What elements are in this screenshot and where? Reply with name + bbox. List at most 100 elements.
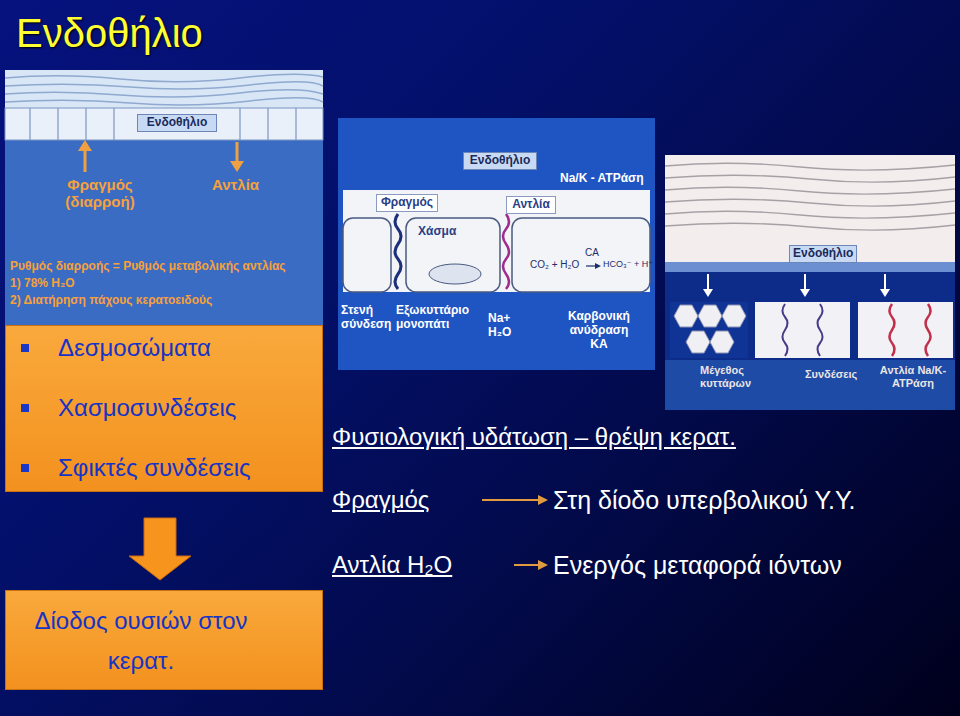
bullet-marker <box>21 464 29 472</box>
picture-caption: Na+ H₂O <box>488 312 520 340</box>
right-picture-part <box>818 304 823 356</box>
term-meaning: Στη δίοδο υπερβολικού Υ.Υ. <box>553 486 855 515</box>
left-picture-part <box>5 90 323 97</box>
left-picture-part <box>5 74 323 82</box>
left-picture <box>5 70 323 325</box>
enzyme-label: Na/K - ATPάση <box>560 172 644 186</box>
picture-note: Ρυθμός διαρροής = Ρυθμός μεταβολικής αντ… <box>10 260 286 274</box>
middle-picture-part <box>595 263 601 269</box>
bullet-marker <box>21 344 29 352</box>
block-arrow <box>129 518 191 580</box>
right-picture-part <box>665 187 955 194</box>
left-picture-part <box>78 140 92 151</box>
right-picture-part <box>707 274 709 290</box>
middle-picture-part <box>343 218 391 292</box>
left-picture-part <box>236 142 239 163</box>
middle-picture-part <box>343 190 650 292</box>
middle-picture-part <box>503 214 509 289</box>
bullet-item: Χασμοσυνδέσεις <box>21 394 312 422</box>
right-picture-part <box>800 289 810 297</box>
picture-note: 2) Διατήρηση πάχους κερατοειδούς <box>10 294 212 308</box>
right-picture-part <box>926 304 931 356</box>
picture-caption: Αντλία Na/K-ATPάση <box>872 364 954 389</box>
middle-picture-part <box>406 218 500 292</box>
right-picture-part <box>665 272 955 410</box>
layer-tag: Ενδοθήλιο <box>137 114 217 132</box>
middle-picture-part <box>429 264 481 284</box>
right-picture-part <box>804 274 806 290</box>
reaction-label: CA <box>585 247 599 259</box>
picture-label: Χάσμα <box>418 225 456 239</box>
right-picture-part <box>665 211 955 218</box>
right-picture-part <box>665 175 955 182</box>
bullet-text: Χασμοσυνδέσεις <box>58 394 236 422</box>
right-picture-part <box>670 302 748 358</box>
right-picture-part <box>665 262 955 272</box>
middle-picture-part <box>395 214 401 289</box>
right-picture-part <box>703 289 713 297</box>
feature-box: ΔεσμοσώματαΧασμοσυνδέσειςΣφικτές συνδέσε… <box>5 325 323 492</box>
right-picture-part <box>665 155 955 262</box>
middle-picture-part <box>338 118 655 370</box>
right-picture <box>665 155 955 410</box>
left-picture-part <box>5 70 323 325</box>
bullet-text: Σφικτές συνδέσεις <box>58 454 251 482</box>
bullet-item: Σφικτές συνδέσεις <box>21 454 312 482</box>
right-picture-part <box>698 305 722 327</box>
right-picture-part <box>665 163 955 170</box>
picture-caption: Καρβονική ανύδραση ΚΑ <box>560 310 638 351</box>
right-picture-part <box>665 199 955 206</box>
relation-arrows-part <box>514 564 540 566</box>
picture-caption: Εξωκυττάριο μονοπάτι <box>396 304 480 332</box>
picture-caption: Μέγεθος κυττάρων <box>700 364 764 389</box>
right-picture-part <box>674 305 698 327</box>
right-picture-part <box>880 289 890 297</box>
middle-picture-part <box>512 218 650 292</box>
right-picture-part <box>710 331 734 353</box>
reaction-label: HCO₃⁻ + H⁺ <box>603 259 653 269</box>
bullet-text: Δεσμοσώματα <box>58 334 211 362</box>
term: Φραγμός <box>332 486 429 514</box>
left-picture-part <box>30 108 296 140</box>
relation-arrows-part <box>538 560 548 570</box>
picture-caption: Συνδέσεις <box>805 368 857 381</box>
box-text: Δίοδος ουσιών στον κερατ. <box>16 601 266 681</box>
middle-picture-part <box>586 265 596 266</box>
left-picture-part <box>5 98 323 105</box>
picture-caption: Στενή σύνδεση <box>341 304 395 332</box>
bullet-item: Δεσμοσώματα <box>21 334 312 362</box>
layer-tag: Ενδοθήλιο <box>789 245 857 263</box>
picture-label: Αντλία <box>506 196 556 214</box>
right-picture-part <box>884 274 886 290</box>
relation-arrows-part <box>538 495 548 505</box>
term-meaning: Ενεργός μεταφορά ιόντων <box>553 551 842 580</box>
left-picture-part <box>230 161 244 172</box>
right-picture-part <box>783 304 788 356</box>
right-picture-part <box>686 331 710 353</box>
picture-label: Αντλία <box>212 176 259 193</box>
right-picture-part <box>755 302 850 358</box>
right-picture-part <box>722 305 746 327</box>
bullet-marker <box>21 404 29 412</box>
middle-picture <box>338 118 655 370</box>
reaction-label: CO₂ + H₂O <box>530 259 579 271</box>
right-picture-part <box>665 360 955 410</box>
left-picture-part <box>5 108 323 140</box>
left-picture-part <box>5 82 323 89</box>
picture-label: Φραγμός (διαρροή) <box>48 176 152 211</box>
right-picture-part <box>858 302 953 358</box>
picture-note: 1) 78% H₂O <box>10 277 75 291</box>
picture-label: Φραγμός <box>376 194 438 212</box>
term: Αντλία H₂O <box>332 551 452 579</box>
right-picture-part <box>665 223 955 230</box>
left-picture-part <box>84 149 87 172</box>
layer-tag: Ενδοθήλιο <box>463 152 537 170</box>
right-picture-part <box>890 304 895 356</box>
slide-title: Ενδοθήλιο <box>16 10 203 56</box>
slide-heading: Φυσιολογική υδάτωση – θρέψη κερατ. <box>332 423 736 451</box>
result-box: Δίοδος ουσιών στον κερατ. <box>5 590 323 690</box>
relation-arrows <box>482 495 548 570</box>
left-picture-part <box>5 70 323 108</box>
relation-arrows-part <box>482 499 540 501</box>
